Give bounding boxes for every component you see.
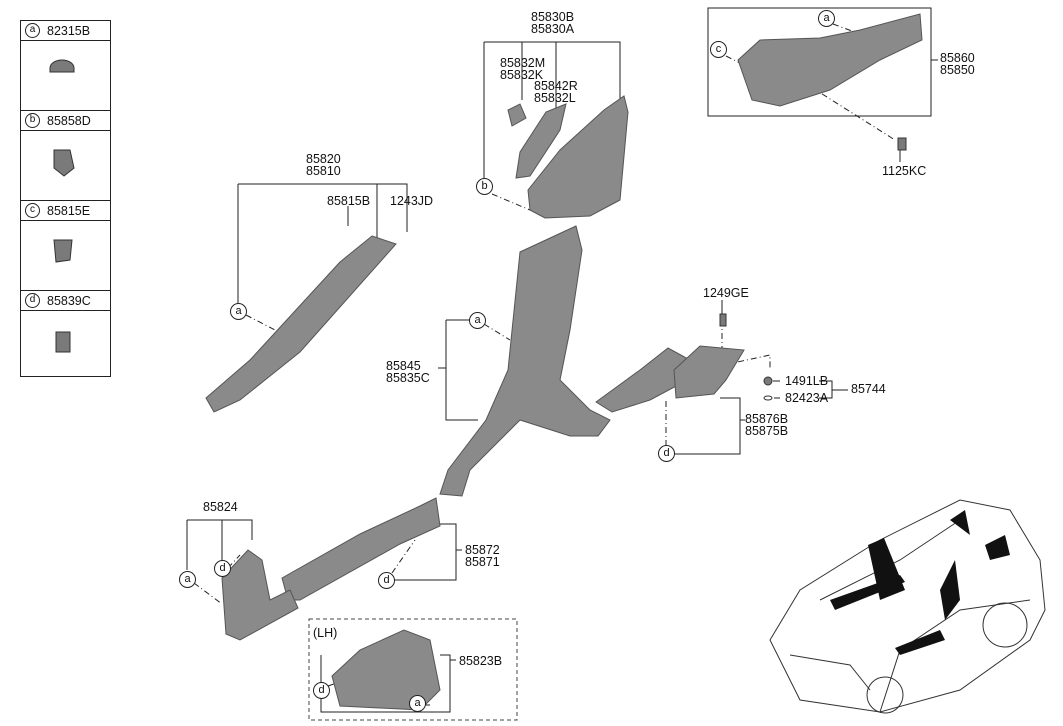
lh-label: (LH)	[313, 626, 338, 640]
callout-d: d	[214, 560, 231, 577]
part-label-85850: 85850	[940, 63, 975, 77]
part-label-85845: 85845	[386, 359, 421, 373]
washer-82423A-icon	[763, 395, 773, 401]
a-pillar-trim-85820	[205, 235, 397, 413]
kick-panel-85824	[221, 549, 299, 641]
part-label-85832L: 85832L	[534, 91, 576, 105]
part-label-85876B: 85876B	[745, 412, 789, 426]
part-label-85820: 85820	[306, 152, 341, 166]
trim-85860	[737, 13, 923, 107]
trim-85823B	[331, 629, 441, 711]
part-label-85832M: 85832M	[500, 56, 546, 70]
leader-85820	[237, 183, 408, 303]
lh-detail-box	[308, 618, 518, 721]
part-label-1243JD: 1243JD	[390, 194, 434, 208]
callout-a: a	[409, 695, 426, 712]
part-label-1249GE: 1249GE	[703, 286, 749, 300]
part-label-85860: 85860	[940, 51, 975, 65]
part-label-85815B: 85815B	[327, 194, 371, 208]
c-pillar-trim-85830	[527, 95, 629, 219]
part-label-1491LB: 1491LB	[785, 374, 829, 388]
part-label-85823B: 85823B	[459, 654, 503, 668]
leader-85830	[483, 41, 621, 178]
vehicle-illustration	[769, 499, 1046, 714]
part-label-85824: 85824	[203, 500, 238, 514]
screw-1249GE-icon	[719, 313, 727, 327]
callout-d: d	[313, 682, 330, 699]
callout-d: d	[658, 445, 675, 462]
part-label-85875B: 85875B	[745, 424, 789, 438]
callout-a: a	[179, 571, 196, 588]
part-label-85872: 85872	[465, 543, 500, 557]
legend-item-a: a 82315B	[21, 21, 110, 41]
spring-clip-icon	[53, 149, 75, 177]
part-label-1125KC: 1125KC	[882, 164, 927, 178]
part-label-85830B: 85830B	[531, 10, 575, 24]
trim-85876B	[673, 345, 745, 399]
part-label-85744: 85744	[851, 382, 886, 396]
part-label-85842R: 85842R	[534, 79, 578, 93]
callout-c: c	[25, 203, 40, 218]
legend-item-b: b 85858D	[21, 111, 110, 131]
trim-85832M	[507, 103, 527, 127]
legend-code: 85839C	[47, 294, 91, 308]
part-label-82423A: 82423A	[785, 391, 829, 405]
legend-code: 85858D	[47, 114, 91, 128]
legend-item-c: c 85815E	[21, 201, 110, 221]
legend-code: 82315B	[47, 24, 91, 38]
legend-item-d: d 85839C	[21, 291, 110, 311]
part-label-85871: 85871	[465, 555, 500, 569]
clip-1491LB-icon	[763, 376, 773, 386]
u-clip-icon	[53, 239, 73, 263]
part-label-85832K: 85832K	[500, 68, 544, 82]
fastener-legend: a 82315B b 85858D c 85815E d 85839C	[20, 20, 111, 377]
part-label-85835C: 85835C	[386, 371, 430, 385]
rivet-clip-icon	[49, 59, 75, 73]
part-label-85830A: 85830A	[531, 22, 575, 36]
scuff-trim-85872	[281, 497, 441, 601]
b-pillar-trim-85845	[439, 225, 611, 497]
screw-1125KC-icon	[897, 137, 907, 151]
callout-a: a	[25, 23, 40, 38]
square-clip-icon	[55, 331, 71, 353]
callout-d: d	[378, 572, 395, 589]
callout-a: a	[230, 303, 247, 320]
callout-b: b	[25, 113, 40, 128]
trim-85842R	[515, 103, 567, 179]
legend-code: 85815E	[47, 204, 91, 218]
assembly-box-85860	[707, 7, 932, 117]
part-label-85810: 85810	[306, 164, 341, 178]
callout-a: a	[469, 312, 486, 329]
callout-b: b	[476, 178, 493, 195]
callout-c: c	[710, 41, 727, 58]
callout-d: d	[25, 293, 40, 308]
callout-a: a	[818, 10, 835, 27]
